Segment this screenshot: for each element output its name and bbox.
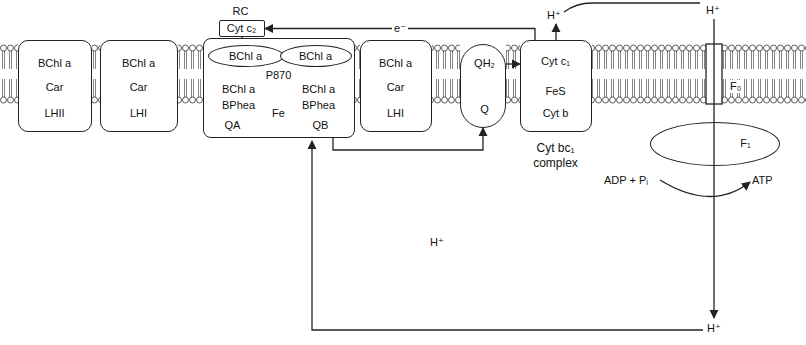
atp-synthesis-arrow [660,180,750,197]
node-text: Cyt b [543,107,569,120]
lipid-bilayer [432,44,460,104]
proton-return-path [312,141,703,330]
pigment-ellipse: BChl a [280,45,352,67]
lipid-bilayer [92,44,100,104]
proton-label: H⁺ [547,9,561,22]
node-text: F₁ [740,137,750,150]
f1-ellipse: F₁ [650,122,780,166]
node-text: BChl a [122,57,155,70]
antenna-complex: BChl a CarLHI [360,40,432,132]
node-text: BChl a [38,57,71,70]
lipid-bilayer [722,44,806,104]
antenna-complex: BChl a CarLHI [100,40,178,132]
node-text: Car [387,81,405,94]
node-text: Car [130,81,148,94]
node-text: P870 [266,69,292,82]
node-text: BChl a [379,57,412,70]
proton-arrow [713,19,714,318]
node-text: FeS [545,85,565,98]
node-text: Q [480,103,489,116]
node-text: LHI [387,107,404,120]
subunit-label: F₀ [728,80,743,93]
cytochrome-box: Cyt c₂ [219,20,265,37]
proton-label: H⁺ [707,322,721,335]
node-text: RC [233,5,249,18]
edge-label: e⁻ [392,22,408,35]
node-text: Cyt c₂ [227,22,256,35]
electron-connector [506,63,520,64]
node-text: Fe [272,107,285,120]
lipid-bilayer [0,44,18,104]
node-text: LHI [130,107,147,120]
node-text: LHII [44,107,64,120]
proton-path [564,3,700,12]
lipid-bilayer [506,44,520,104]
node-text: Cyt c₁ [541,55,570,68]
cytochrome-complex: Cyt c₁FeSCyt bCyt bc₁ complex [520,40,592,132]
lipid-bilayer [178,44,203,104]
proton-label: H⁺ [706,4,720,17]
lipid-bilayer [592,44,706,104]
product-label: ATP [752,174,773,187]
node-text: Car [46,81,64,94]
proton-label: H⁺ [430,236,444,249]
node-text: BChl a [302,83,335,96]
quinone-pool: QH₂ Q [460,44,506,128]
reaction-center: RCP870BChl aBChl aBPheaBPheaQAFeQBCyt c₂… [203,38,355,138]
node-text: Cyt bc₁ complex [518,141,594,171]
node-text: QH₂ [474,57,495,70]
node-text: BChl a [222,83,255,96]
antenna-complex: BChl a CarLHII [18,40,92,132]
node-text: QA [225,119,241,132]
node-text: BChl a [299,50,332,63]
node-text: BPhea [222,99,255,112]
node-text: BChl a [229,50,262,63]
node-text: QB [313,119,329,132]
pigment-ellipse: BChl a [208,45,284,67]
node-text: BPhea [302,99,335,112]
substrate-label: ADP + Pᵢ [604,174,648,187]
